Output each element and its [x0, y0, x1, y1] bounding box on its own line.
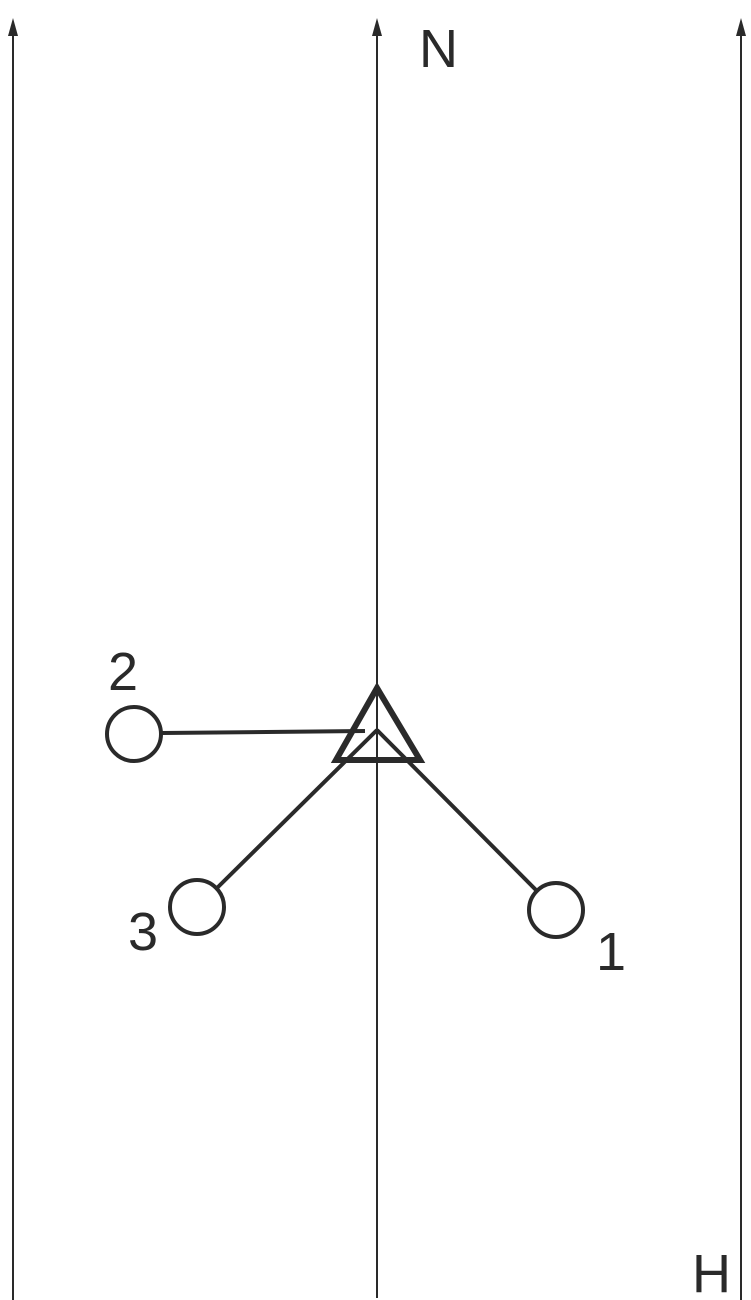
point-1-label: 1: [596, 922, 626, 982]
h-label: H: [692, 1244, 731, 1300]
north-axis-arrow: [372, 18, 382, 1298]
point-2-label: 2: [108, 642, 138, 702]
point-2-circle: [105, 705, 163, 763]
line-to-point-3: [215, 728, 379, 890]
line-to-point-1: [375, 728, 538, 892]
left-vertical-arrow: [8, 18, 18, 1300]
station-triangle-icon: [330, 682, 426, 763]
point-3-label: 3: [128, 902, 158, 962]
point-3-circle: [168, 878, 226, 936]
north-label: N: [419, 19, 458, 79]
right-vertical-arrow: [736, 18, 746, 1300]
line-to-point-2: [161, 729, 366, 735]
point-1-circle: [527, 881, 585, 939]
